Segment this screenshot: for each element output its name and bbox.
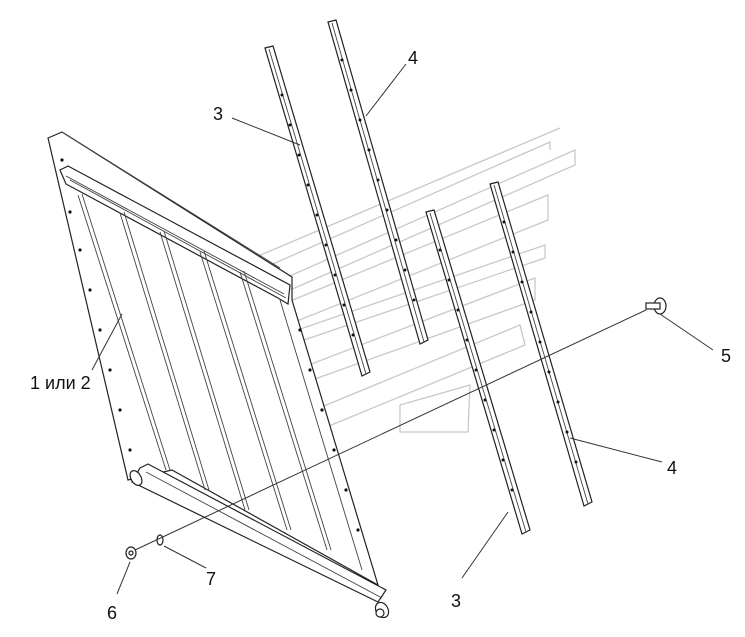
bottom-roller	[129, 463, 390, 619]
strip-3-upper	[264, 45, 371, 377]
callout-6: 6	[107, 603, 117, 623]
callout-1: 1 или 2	[30, 373, 91, 393]
strip-4-upper	[327, 19, 429, 345]
washer-part-7	[156, 534, 164, 546]
callout-5: 5	[721, 346, 731, 366]
assembly-axis-line	[134, 309, 647, 551]
strip-4-lower	[489, 181, 593, 507]
bolt-part-5	[645, 297, 667, 315]
watermark-logo	[209, 127, 576, 439]
callout-4-top: 4	[408, 48, 418, 68]
strip-3-lower	[425, 209, 531, 535]
leader-lines	[91, 63, 714, 595]
nut-part-6	[125, 546, 137, 560]
callout-4-right: 4	[667, 458, 677, 478]
callout-7: 7	[206, 569, 216, 589]
callout-3-top: 3	[213, 104, 223, 124]
callout-3-bottom: 3	[451, 591, 461, 611]
